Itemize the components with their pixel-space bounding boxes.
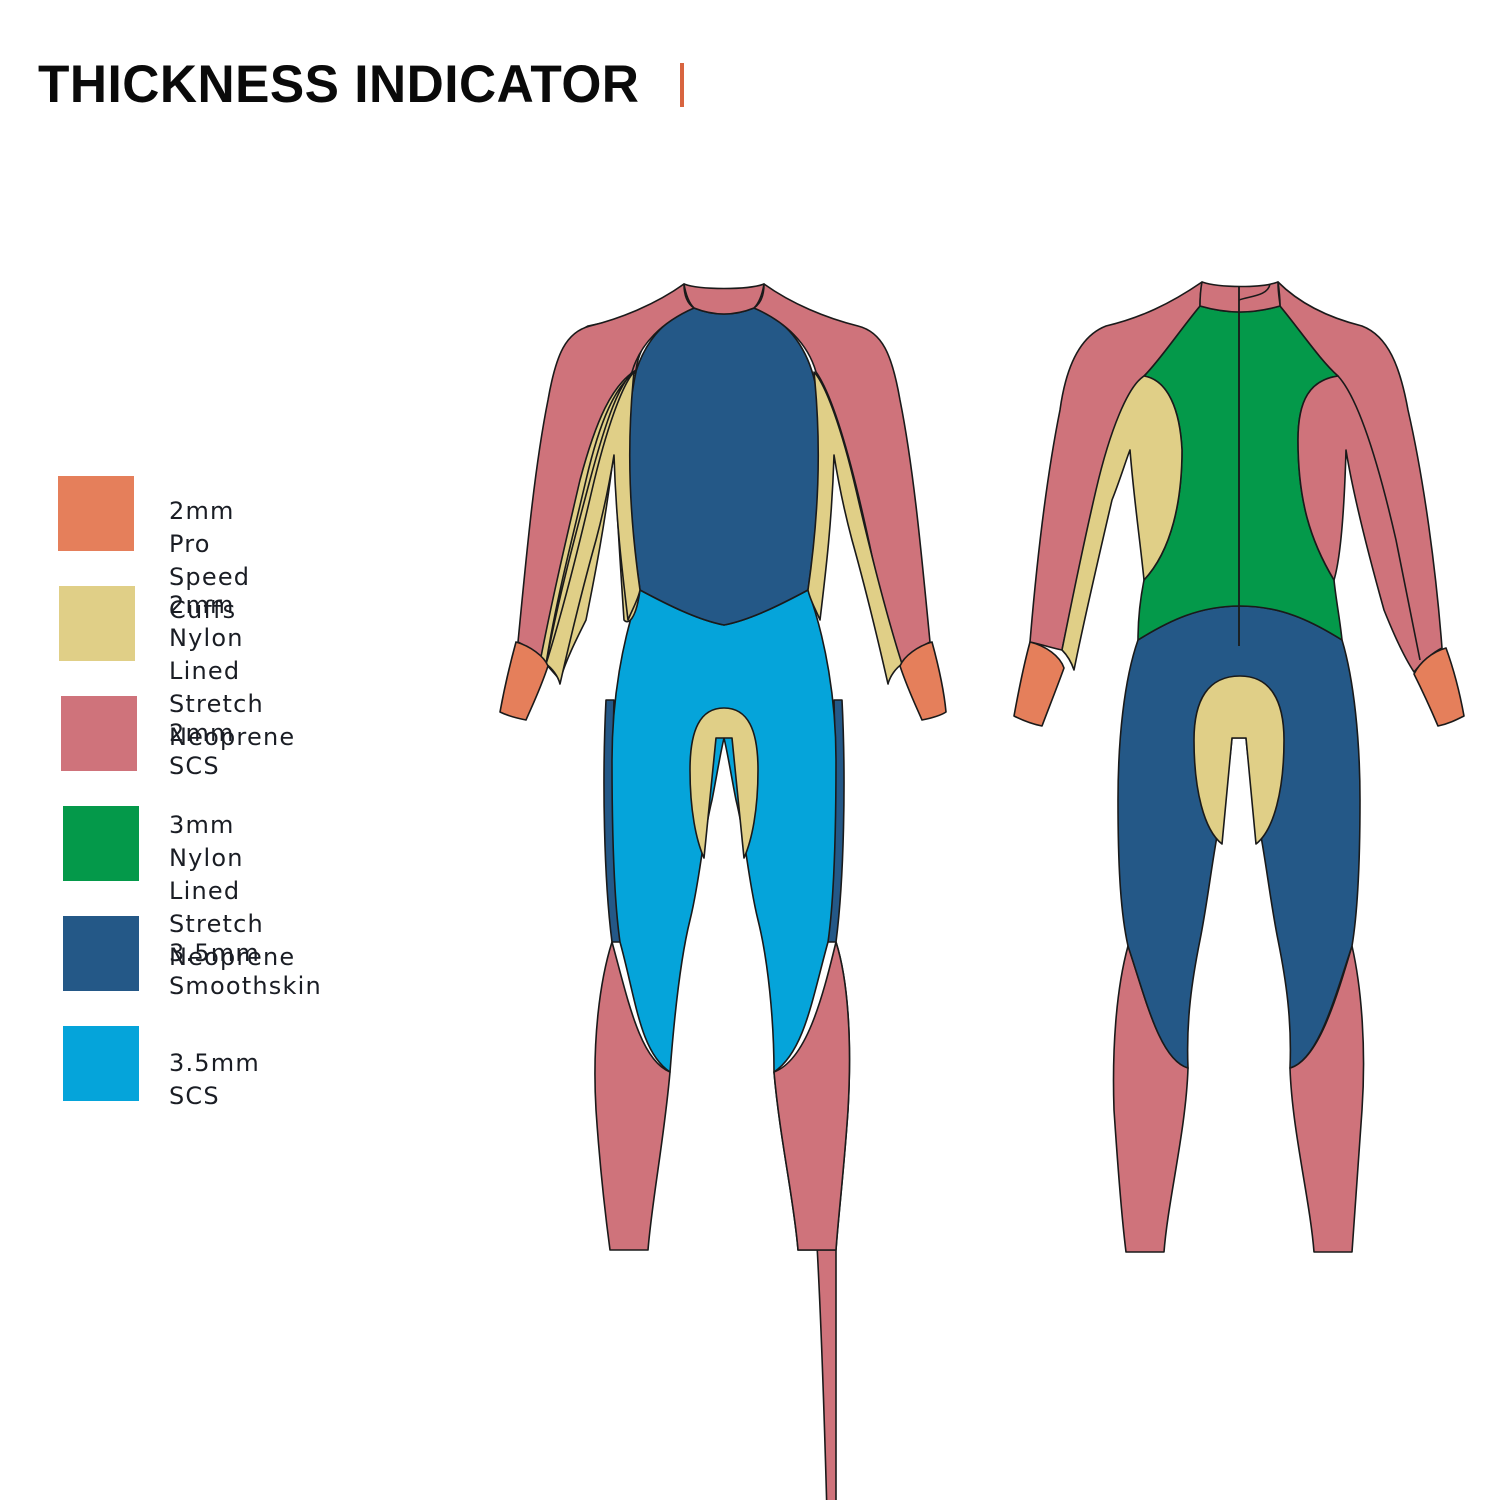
back-right-cuff (1413, 647, 1465, 727)
legend-item-3-5mm-smoothskin (63, 916, 139, 991)
zipper-flap (1238, 283, 1271, 301)
title-accent-bar (680, 62, 685, 107)
front-crotch-gusset (689, 707, 759, 859)
swatch-3-5mm-smoothskin (63, 916, 139, 991)
back-crotch-gusset (1193, 675, 1285, 845)
front-right-cuff (899, 641, 947, 721)
legend-label: 3.5mm Smoothskin (169, 939, 322, 1000)
back-collar (1199, 281, 1281, 313)
header: THICKNESS INDICATOR (38, 55, 685, 114)
legend-label: 3mm Nylon Lined Stretch Neoprene (169, 811, 296, 971)
swatch-2mm-nylon-lined (59, 586, 135, 661)
legend-label: 2mm SCS (169, 719, 235, 780)
legend-label: 2mm Pro Speed Cuffs (169, 497, 251, 624)
back-left-inner-arm (1061, 375, 1183, 671)
legend-item-3mm-nylon-lined (63, 806, 139, 881)
back-left-sleeve (1029, 281, 1203, 651)
front-left-calf (594, 941, 671, 1251)
swatch-2mm-pro-speed-cuffs (58, 476, 134, 551)
swatch-3mm-nylon-lined (63, 806, 139, 881)
legend-label: 3.5mm SCS (169, 1049, 260, 1110)
legend-label: 2mm Nylon Lined Stretch Neoprene (169, 591, 296, 751)
page-title: THICKNESS INDICATOR (38, 55, 640, 114)
back-right-arm-seam (1337, 375, 1421, 661)
legend-item-2mm-scs (61, 696, 137, 771)
back-right-sleeve (1277, 281, 1443, 673)
front-left-cuff (499, 641, 549, 721)
swatch-2mm-scs (61, 696, 137, 771)
swatch-3-5mm-scs (63, 1026, 139, 1101)
legend-item-2mm-nylon-lined (59, 586, 135, 661)
front-lower-body (611, 589, 837, 1073)
front-collar (683, 283, 765, 315)
front-right-inner-arm (807, 371, 903, 685)
legend-item-pro-speed-cuffs (58, 476, 134, 551)
legend-item-3-5mm-scs (63, 1026, 139, 1101)
back-left-cuff (1013, 641, 1065, 727)
